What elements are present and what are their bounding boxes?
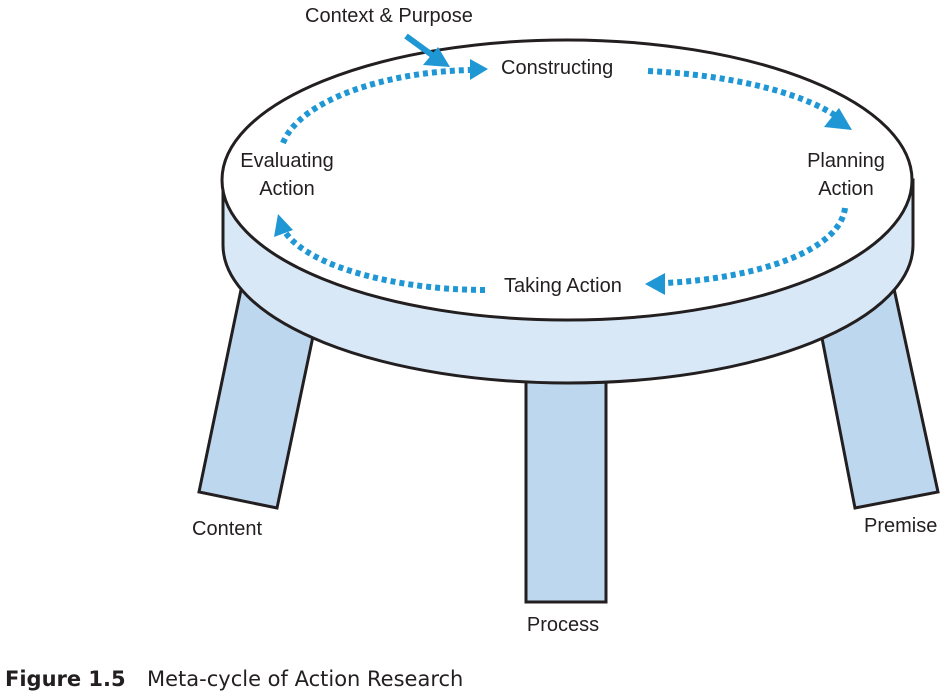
arrow-head-constructing — [470, 59, 488, 80]
context-purpose-label: Context & Purpose — [305, 5, 473, 27]
figure-caption: Meta-cycle of Action Research — [147, 667, 463, 691]
evaluating-label-line1: Evaluating — [240, 150, 333, 172]
arrow-planning-to-taking — [664, 207, 848, 286]
table-top — [220, 38, 914, 322]
planning-label-line1: Planning — [807, 150, 885, 172]
leg-process-label: Process — [527, 614, 599, 636]
arrow-taking-to-evaluating — [282, 230, 486, 293]
context-arrow-head — [423, 47, 450, 67]
leg-content-label: Content — [192, 518, 262, 540]
arrow-head-taking — [645, 273, 665, 295]
arrow-head-planning — [824, 108, 852, 130]
context-arrow — [404, 33, 434, 58]
leg-premise-label: Premise — [864, 515, 937, 537]
planning-label-line2: Action — [818, 178, 874, 200]
figure-number: Figure 1.5 — [5, 667, 126, 691]
arrow-head-evaluating — [274, 214, 293, 237]
arrow-constructing-to-planning — [647, 68, 838, 119]
taking-action-label: Taking Action — [504, 275, 622, 297]
evaluating-label-line2: Action — [259, 178, 315, 200]
constructing-label: Constructing — [501, 57, 613, 79]
leg-process — [524, 376, 608, 604]
